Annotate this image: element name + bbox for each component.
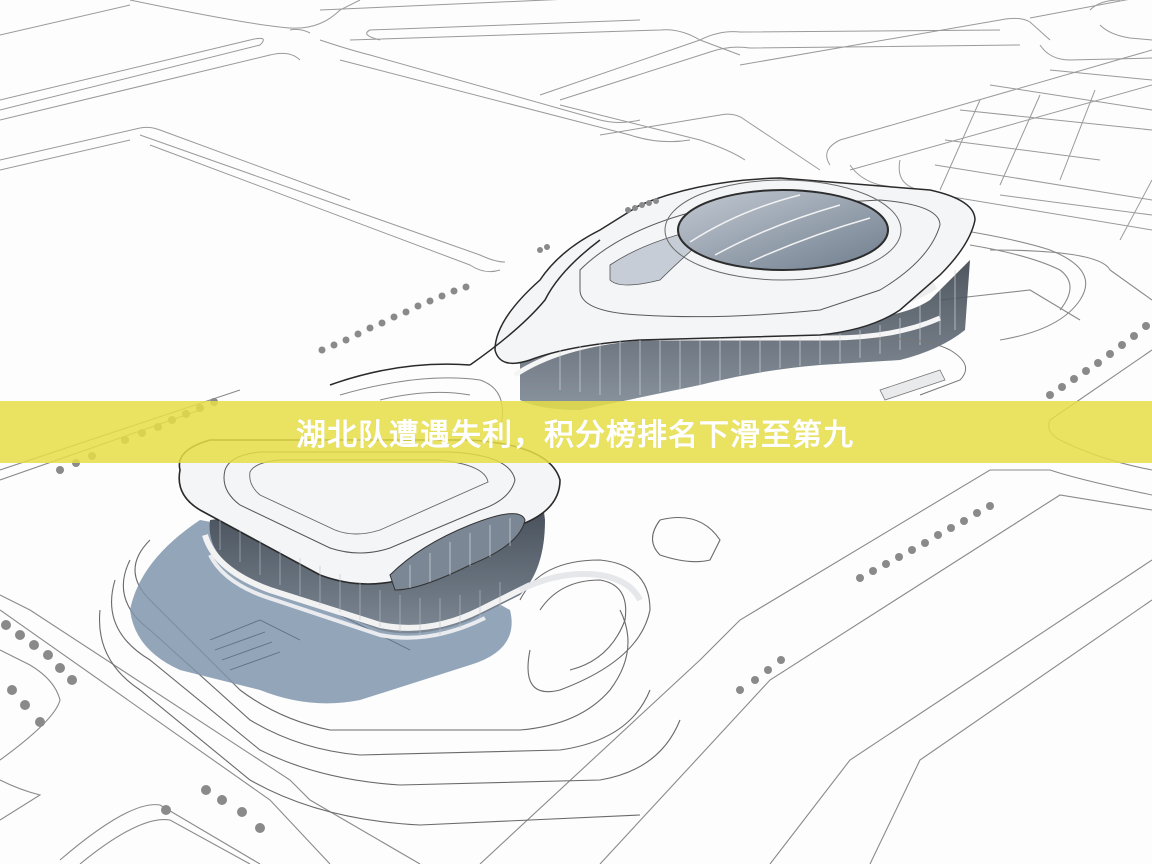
upper-stadium — [494, 177, 976, 410]
connecting-path — [329, 239, 601, 386]
tree-row-right — [856, 322, 1150, 582]
road-grid — [0, 0, 1152, 273]
headline-banner: 湖北队遭遇失利，积分榜排名下滑至第九 — [0, 401, 1152, 463]
tree-row-bottom — [161, 656, 785, 833]
tree-row-lower-left — [1, 620, 77, 727]
tree-row-small-top — [537, 198, 659, 253]
headline-text: 湖北队遭遇失利，积分榜排名下滑至第九 — [296, 418, 854, 453]
lower-stadium — [178, 439, 643, 640]
tree-row-upper-left — [318, 283, 470, 354]
